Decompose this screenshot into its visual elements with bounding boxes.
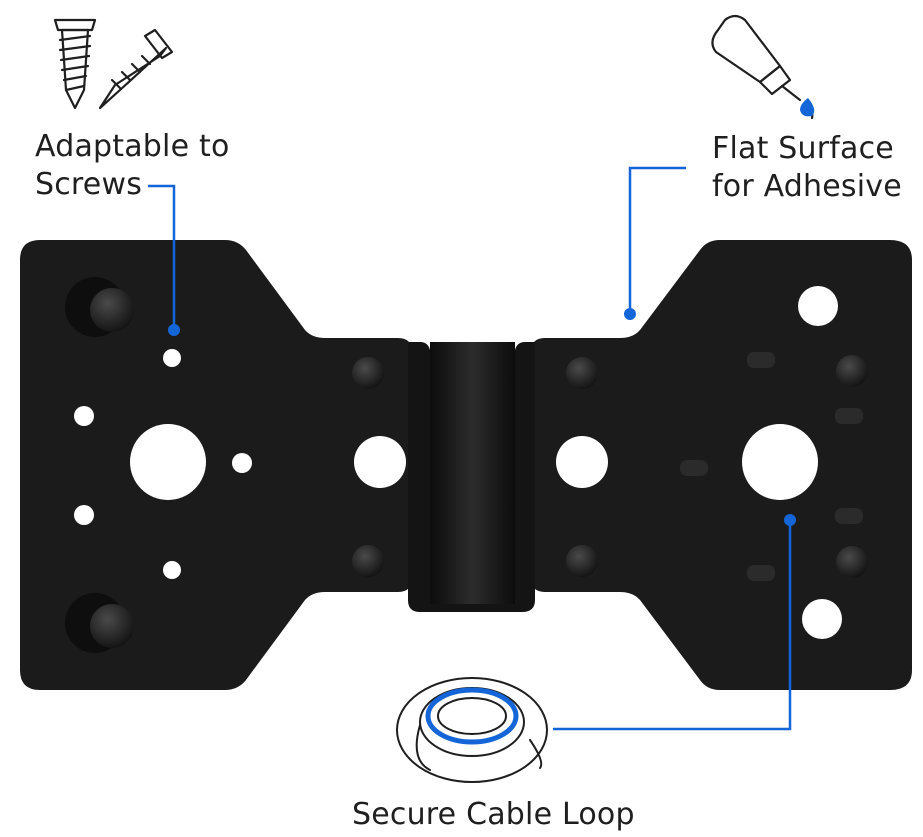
left-holes — [74, 349, 406, 579]
right-plate — [531, 240, 912, 690]
cable-coil-icon — [396, 677, 548, 783]
left-plate — [20, 240, 412, 690]
callout-dots — [168, 308, 796, 526]
callout-adhesive-line1: Flat Surface — [712, 131, 894, 166]
callout-adhesive-line2: for Adhesive — [712, 169, 902, 204]
callout-screws-line2: Screws — [35, 167, 143, 202]
glue-drop — [800, 98, 815, 117]
callout-cable-label: Secure Cable Loop — [352, 796, 635, 834]
left-studs — [65, 277, 384, 653]
channel-interior — [430, 342, 515, 604]
screws-icon — [53, 18, 174, 110]
callout-screws-line1: Adaptable to — [35, 129, 230, 164]
glue-bottle-icon — [711, 14, 814, 120]
cable-channel — [408, 342, 535, 612]
callout-screws-label: Adaptable to Screws — [35, 128, 230, 204]
callout-lines — [148, 166, 792, 731]
right-studs — [566, 352, 868, 581]
callout-adhesive-label: Flat Surface for Adhesive — [712, 130, 902, 206]
right-holes — [556, 286, 842, 639]
callout-cable-line1: Secure Cable Loop — [352, 797, 635, 832]
